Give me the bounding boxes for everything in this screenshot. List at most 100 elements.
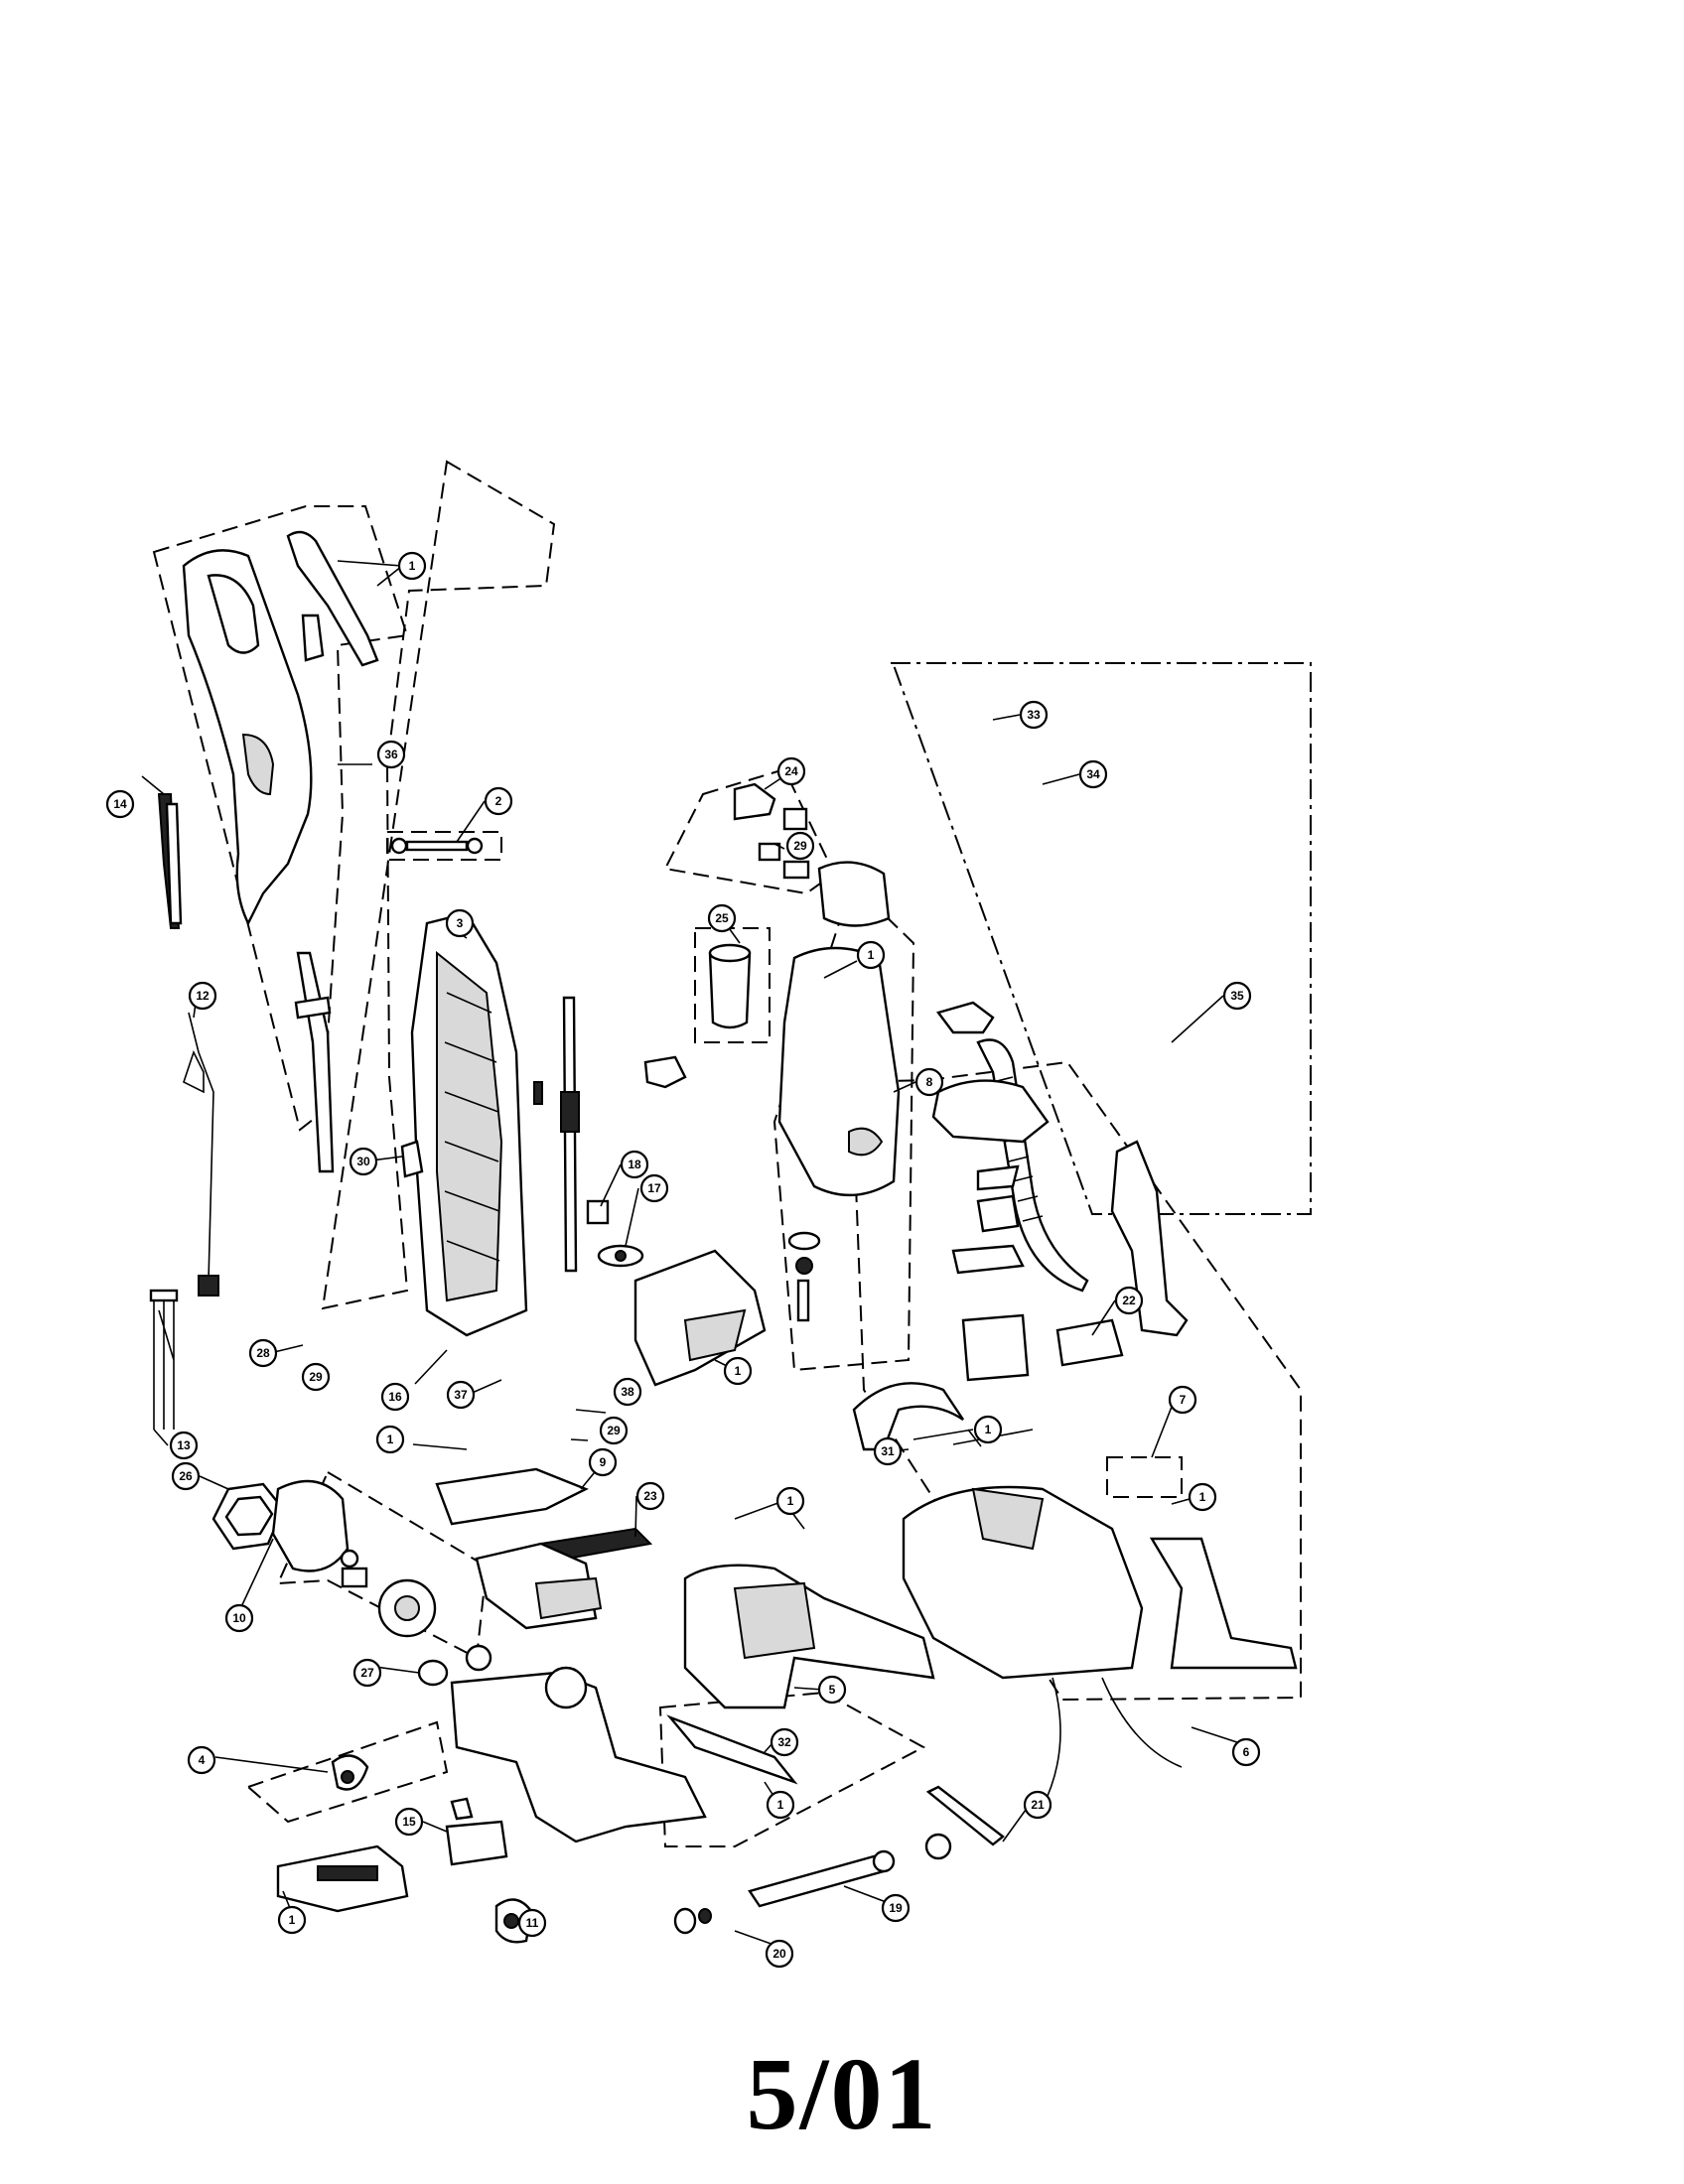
callout: 29 [599,1416,629,1445]
callout: 1 [397,551,427,581]
part-spray-18-17 [586,1199,644,1268]
callout: 16 [380,1382,410,1412]
svg-text:28: 28 [256,1346,270,1360]
callout: 23 [635,1481,665,1511]
callout: 26 [171,1461,201,1491]
callout: 1 [277,1905,307,1935]
svg-text:26: 26 [179,1469,193,1483]
part-rail-32 [666,1714,798,1785]
svg-text:7: 7 [1180,1393,1187,1407]
callout: 20 [765,1939,794,1969]
part-bracket-15 [445,1797,508,1866]
svg-text:5: 5 [829,1683,836,1697]
svg-text:1: 1 [787,1494,794,1508]
part-base-chassis [331,1666,707,1843]
svg-text:30: 30 [356,1155,370,1168]
part-handle-grip [182,549,313,926]
callout: 33 [1019,700,1049,730]
svg-text:16: 16 [388,1390,402,1404]
part-cover-9 [435,1467,589,1526]
callout: 5 [817,1675,847,1705]
callout: 25 [707,903,737,933]
callout: 1 [723,1356,753,1386]
svg-text:17: 17 [647,1181,661,1195]
callout: 1 [856,940,886,970]
part-nozzle-tip [643,1055,687,1089]
svg-text:23: 23 [643,1489,657,1503]
callout: 36 [376,740,406,769]
callout: 24 [776,756,806,786]
part-motor-10 [271,1479,368,1588]
callout: 17 [639,1173,669,1203]
part-cord-12 [183,1012,219,1297]
svg-text:25: 25 [715,911,729,925]
callout: 19 [881,1893,911,1923]
svg-text:27: 27 [360,1666,374,1680]
svg-text:33: 33 [1027,708,1041,722]
callout: 32 [770,1727,799,1757]
callout: 6 [1231,1737,1261,1767]
part-frame-3 [410,911,528,1337]
callout: 1 [973,1415,1003,1444]
callout: 18 [620,1150,649,1179]
callout: 30 [349,1147,378,1176]
svg-text:34: 34 [1086,767,1100,781]
part-tube-inner [533,996,580,1273]
svg-text:24: 24 [784,764,798,778]
svg-text:29: 29 [309,1370,323,1384]
svg-text:29: 29 [793,839,807,853]
callout: 35 [1222,981,1252,1011]
svg-text:1: 1 [985,1423,992,1436]
part-head-6 [902,1485,1298,1808]
svg-text:32: 32 [777,1735,791,1749]
callout: 9 [588,1447,618,1477]
callout: 1 [766,1790,795,1820]
svg-text:38: 38 [621,1385,634,1399]
svg-text:18: 18 [628,1158,641,1171]
svg-text:19: 19 [889,1901,903,1915]
svg-text:21: 21 [1031,1798,1045,1812]
svg-text:36: 36 [384,748,398,761]
callout: 37 [446,1380,476,1410]
part-accessory-hose [935,1001,1189,1337]
svg-text:10: 10 [232,1611,246,1625]
svg-text:6: 6 [1243,1745,1250,1759]
svg-text:22: 22 [1122,1294,1136,1307]
svg-text:11: 11 [526,1916,539,1930]
part-upper-hood-5 [683,1564,935,1709]
callout: 1 [375,1425,405,1454]
part-filter-25 [708,943,752,1029]
svg-text:3: 3 [457,916,464,930]
callout: 13 [169,1431,199,1460]
callout: 31 [873,1436,903,1466]
svg-text:37: 37 [454,1388,468,1402]
svg-text:8: 8 [926,1075,933,1089]
svg-text:15: 15 [402,1815,416,1829]
date-code: 5/01 [746,2037,938,2151]
svg-text:14: 14 [113,797,127,811]
part-handle-trigger [286,530,379,667]
callout: 14 [105,789,135,819]
svg-text:9: 9 [600,1455,607,1469]
svg-text:1: 1 [735,1364,742,1378]
callout: 2 [484,786,513,816]
svg-text:1: 1 [868,948,875,962]
svg-text:13: 13 [177,1438,191,1452]
part-tank-cap [733,782,810,880]
callout: 29 [785,831,815,861]
part-cap-20 [673,1907,712,1935]
svg-text:12: 12 [196,989,210,1003]
callout: 34 [1078,759,1108,789]
part-belt-31 [852,1382,1034,1451]
callout: 12 [188,981,217,1011]
callout: 22 [1114,1286,1144,1315]
callout: 29 [301,1362,331,1392]
svg-text:31: 31 [881,1444,895,1458]
part-hose-30 [400,1140,424,1178]
part-cord-wrap [157,793,183,929]
callout: 3 [445,908,475,938]
part-bolt-2 [390,837,484,855]
callout: 21 [1023,1790,1052,1820]
part-cord-13 [149,1289,179,1430]
